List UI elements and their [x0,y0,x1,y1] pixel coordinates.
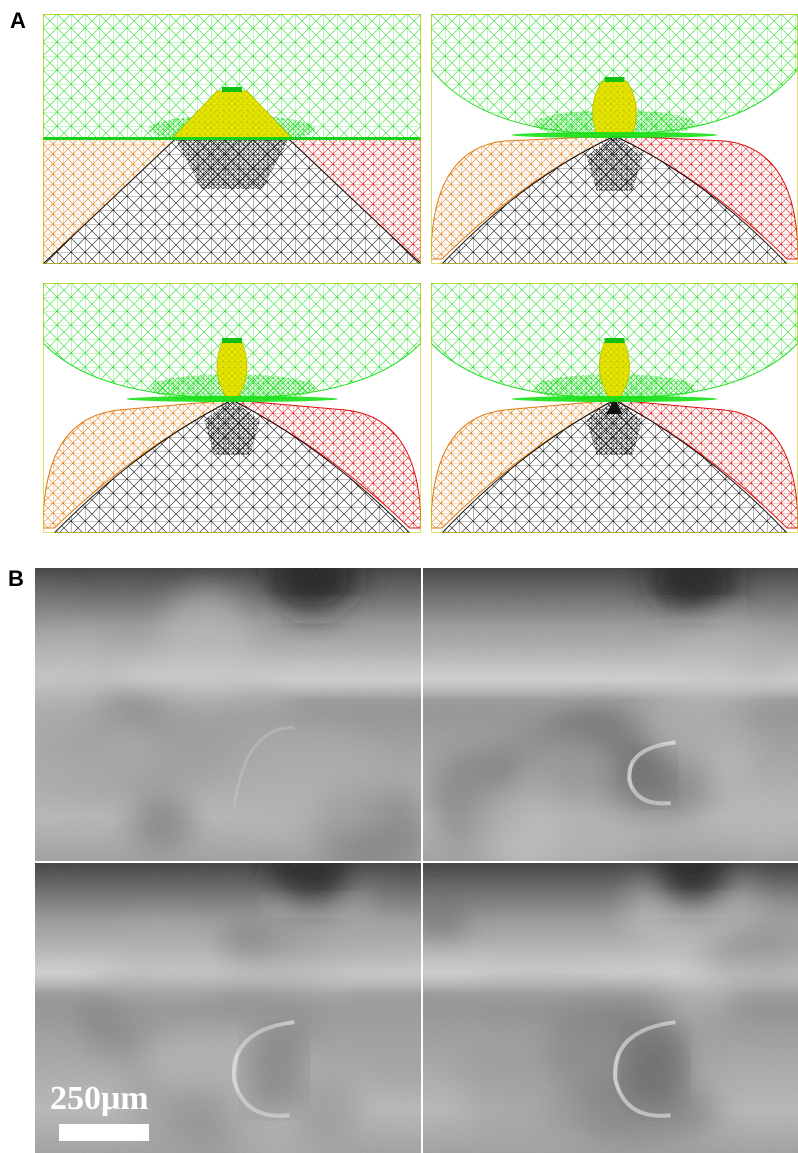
mesh-wedge-grid [171,91,293,139]
mesh-panel-2 [431,14,798,264]
mesh-frame [43,14,421,264]
mesh-apical-cap [222,338,242,343]
panel-a-label: A [10,8,26,33]
micro-texture [423,568,798,861]
mesh-lower-refined-zone [204,400,260,455]
mesh-lower-refined-zone [586,400,643,455]
mesh-svg-3 [43,283,421,533]
mesh-dense-node [606,398,623,414]
mesh-wedge-grid [217,342,247,398]
micrograph-1 [35,568,421,861]
mesh-apical-cap [604,338,625,343]
panel-b-label: B [8,566,24,591]
mesh-upper-region [43,14,421,140]
mesh-lower-refined-zone [175,139,289,189]
mesh-junction-band [511,132,718,138]
mesh-wedge-grid [592,81,637,134]
micro-texture [35,863,421,1153]
mesh-junction-band [43,137,421,140]
mesh-lower-refined-zone [586,136,643,191]
micro-svg-4 [423,863,798,1153]
mesh-panel-4 [431,283,798,533]
mesh-junction-band [511,396,718,402]
mesh-wedge-grid [599,342,630,398]
micrograph-4 [423,863,798,1153]
mesh-junction-band [126,396,338,402]
micro-texture [423,863,798,1153]
mesh-frame [43,283,421,533]
scale-bar-label: 250μm [50,1080,149,1117]
mesh-panel-3 [43,283,421,533]
micro-svg-1 [35,568,421,861]
mesh-panel-1 [43,14,421,264]
micro-texture [35,568,421,861]
mesh-svg-1 [43,14,421,264]
mesh-apical-cap [604,77,625,82]
micrograph-2 [423,568,798,861]
scale-bar [59,1124,149,1141]
micrograph-3 [35,863,421,1153]
mesh-apical-cap [222,87,242,92]
micro-svg-3 [35,863,421,1153]
mesh-svg-4 [431,283,798,533]
micro-svg-2 [423,568,798,861]
mesh-svg-2 [431,14,798,264]
